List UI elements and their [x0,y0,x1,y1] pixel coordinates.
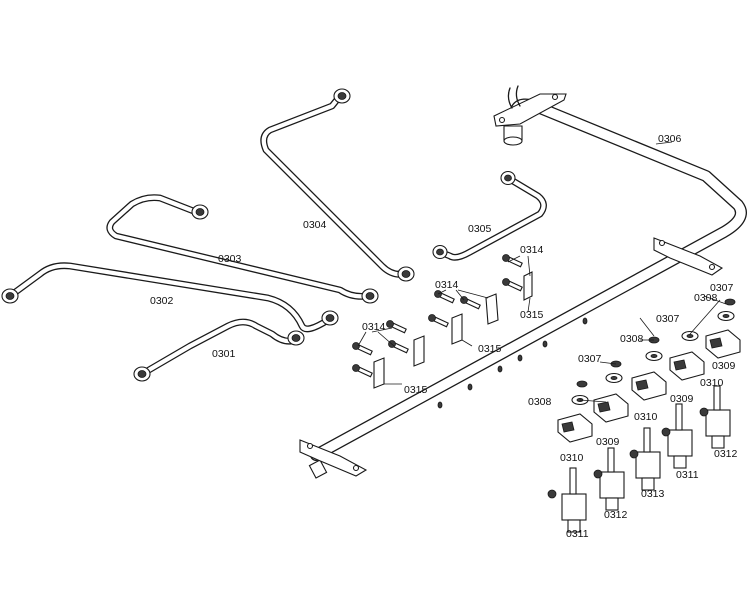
injector-holders[interactable] [547,385,731,533]
pipe-nut [1,288,339,326]
injector-holder [547,467,587,533]
injector-holder [629,427,661,491]
label-0308: 0308 [528,396,552,408]
label-0307: 0307 [656,313,680,325]
rail-bracket-left [299,439,368,477]
gas-pipe-0302[interactable] [1,262,339,333]
valve-holder [631,371,667,401]
pipe-nut [432,170,516,260]
screw [434,290,455,304]
valve-holders-0309[interactable] [557,329,741,443]
label-0308: 0308 [694,292,718,304]
screw [502,278,523,292]
label-0308: 0308 [620,333,644,345]
injector-holder [699,385,731,449]
label-0307: 0307 [578,353,602,365]
seals-0307-0308[interactable] [571,298,736,406]
valve-holder [557,413,593,443]
clip [413,335,425,367]
leader-lines [357,141,727,403]
label-0305: 0305 [468,223,492,235]
valve-holder [593,393,629,423]
label-0310: 0310 [634,411,658,423]
valve-holder [669,351,705,381]
label-0312: 0312 [714,448,738,460]
label-0306: 0306 [658,133,682,145]
label-0304: 0304 [303,219,327,231]
label-0314: 0314 [520,244,544,256]
label-0309: 0309 [596,436,620,448]
pipe-nut [191,204,379,304]
clip [373,357,385,389]
label-0311: 0311 [676,469,699,481]
label-0311: 0311 [566,528,589,540]
callout-labels: 0301 0302 0303 0304 0305 0306 0307 0307 … [150,133,738,540]
screw [386,320,407,334]
pipe-nut [133,330,305,382]
label-0315: 0315 [520,309,544,321]
gas-rail-0306[interactable] [299,85,747,479]
screw [388,340,409,354]
clip [523,271,533,301]
rail-inlet-bracket [493,85,567,146]
screw-set-0314[interactable] [352,254,523,378]
injector-holder [593,447,625,511]
gas-pipe-0303[interactable] [106,194,379,304]
label-0315: 0315 [478,343,502,355]
clip [451,313,463,345]
label-0301: 0301 [212,348,236,360]
label-0315: 0315 [404,384,428,396]
label-0303: 0303 [218,253,242,265]
label-0309: 0309 [670,393,694,405]
screw [460,296,481,310]
screw [502,254,523,268]
injector-holder [661,403,693,469]
label-0312: 0312 [604,509,628,521]
label-0310: 0310 [700,377,724,389]
screw [352,364,373,378]
rail-holes [437,317,588,409]
label-0314: 0314 [435,279,459,291]
gas-pipe-0304[interactable] [260,88,415,282]
label-0302: 0302 [150,295,174,307]
screw [352,342,373,356]
rail-bracket-right [653,237,724,276]
valve-holder [705,329,741,359]
gas-pipe-0305[interactable] [432,170,547,261]
label-0314: 0314 [362,321,386,333]
label-0313: 0313 [641,488,665,500]
clip [485,293,499,325]
pipe-nut [333,88,415,282]
label-0310: 0310 [560,452,584,464]
label-0309: 0309 [712,360,736,372]
label-0307: 0307 [710,282,734,294]
screw [428,314,449,328]
gas-pipe-0301[interactable] [133,318,305,382]
